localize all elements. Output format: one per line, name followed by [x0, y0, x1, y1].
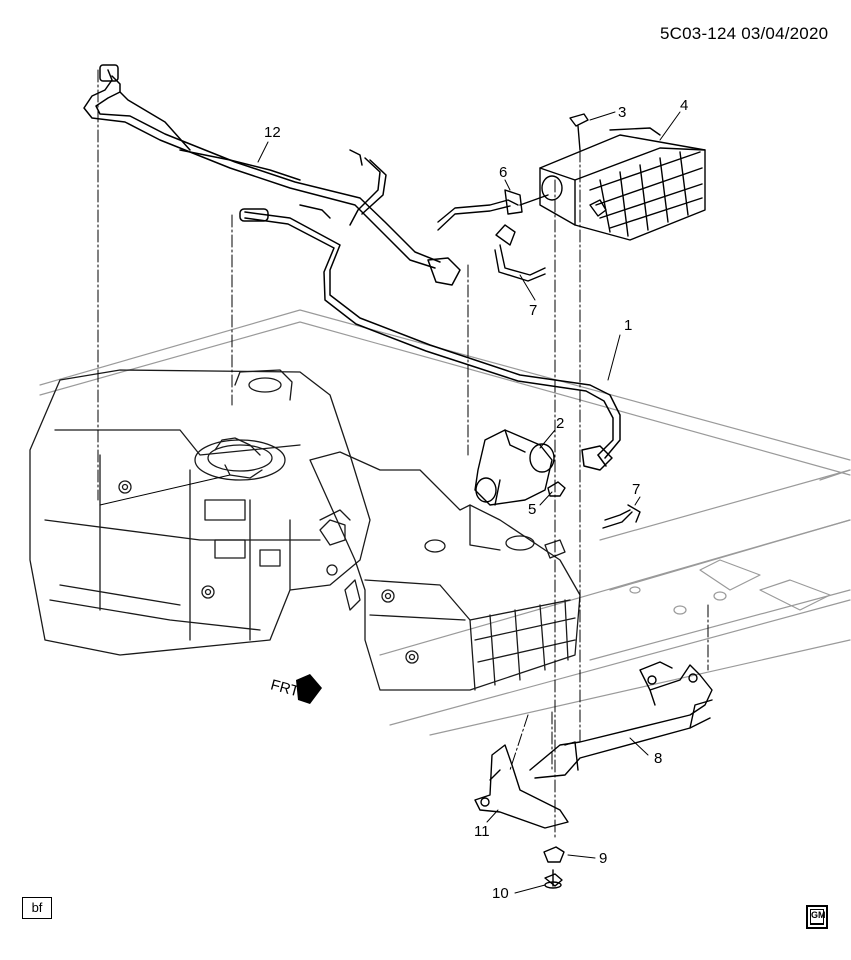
- callout-10: 10: [492, 885, 509, 902]
- bf-badge: bf: [22, 897, 52, 919]
- alignment-lines: [97, 69, 709, 841]
- callout-8: 8: [654, 750, 662, 767]
- fasteners: [543, 113, 589, 889]
- left-fuel-tank: [29, 369, 371, 656]
- callout-9: 9: [599, 850, 607, 867]
- callout-11: 11: [474, 823, 490, 840]
- callout-6: 6: [499, 164, 507, 181]
- frame-rails: [39, 309, 851, 736]
- fuel-line-assembly: [83, 64, 461, 286]
- right-fuel-tank: [309, 451, 581, 691]
- callout-4: 4: [680, 97, 688, 114]
- vapor-line: [239, 208, 621, 471]
- callout-7b: 7: [632, 481, 640, 498]
- callout-7a: 7: [529, 302, 537, 319]
- callout-3: 3: [618, 104, 626, 121]
- callout-12: 12: [264, 124, 281, 141]
- callout-2: 2: [556, 415, 564, 432]
- evap-canister: [519, 127, 706, 241]
- callout-labels: 1 2 3 4 5 6 7 7 8 9 10 11 12: [264, 97, 688, 902]
- gm-logo-text: GM: [810, 909, 826, 925]
- leader-lines: [99, 111, 681, 894]
- diagram-code: 5C03-124 03/04/2020: [660, 24, 829, 43]
- callout-5: 5: [528, 501, 536, 518]
- hoses: [437, 189, 641, 529]
- gm-logo: GM: [806, 905, 828, 929]
- front-arrow-label: FRT: [269, 676, 301, 700]
- bracket-11: [474, 744, 569, 829]
- callout-1: 1: [624, 317, 632, 334]
- purge-valve: [474, 429, 555, 506]
- front-arrow: FRT: [269, 674, 322, 704]
- gm-logo-underline: [811, 922, 823, 924]
